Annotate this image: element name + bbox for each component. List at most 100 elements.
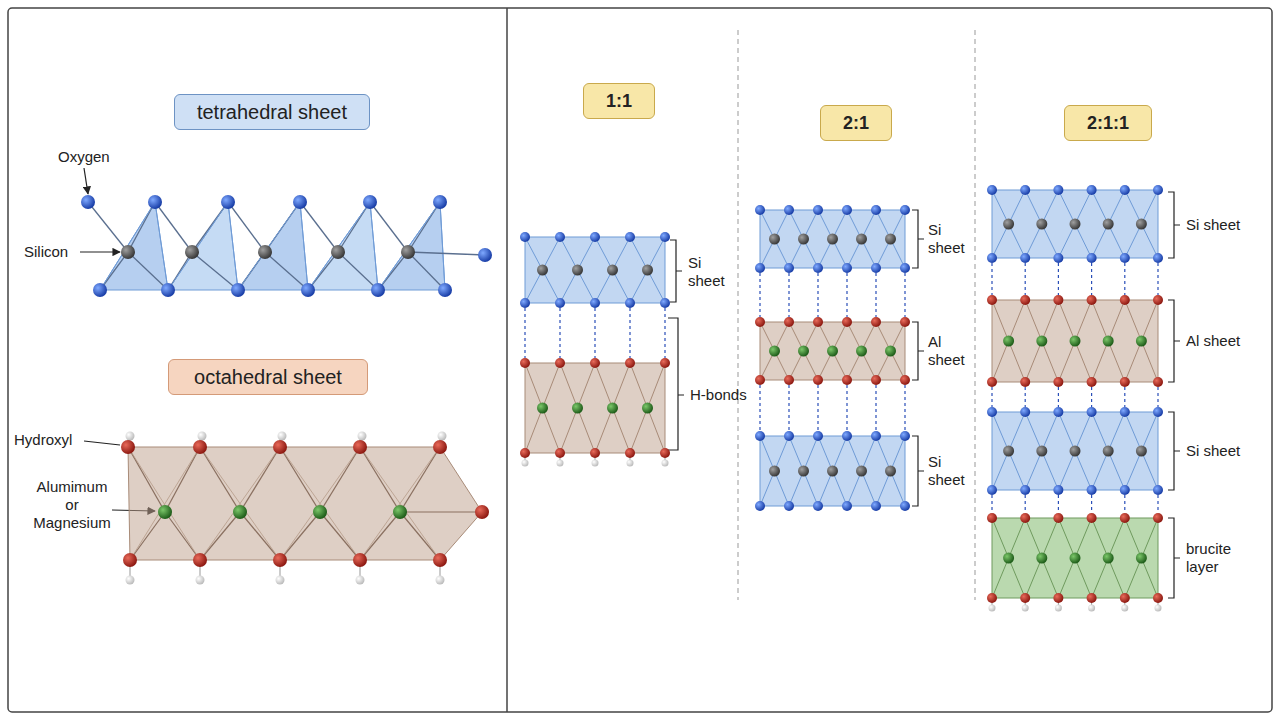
oxygen-atom xyxy=(660,298,670,308)
hydrogen-atom xyxy=(126,432,135,441)
leader-line xyxy=(84,441,120,445)
bond-line xyxy=(280,512,320,560)
bond-line xyxy=(847,210,876,268)
hydroxyl-atom xyxy=(987,593,997,603)
silicon-atom xyxy=(1036,446,1047,457)
oxygen-atom xyxy=(784,431,794,441)
silicon-atom xyxy=(572,265,583,276)
bond-line xyxy=(238,202,300,290)
hydroxyl-atom xyxy=(273,553,287,567)
oxygen-atom xyxy=(293,195,307,209)
bond-line xyxy=(1125,300,1158,382)
silicon-atom xyxy=(1103,219,1114,230)
hydrogen-atom xyxy=(662,460,669,467)
octahedral-band xyxy=(992,300,1158,382)
hydroxyl-atom xyxy=(1153,377,1163,387)
hydrogen-bond xyxy=(1091,495,1092,513)
hydrogen-atom xyxy=(196,576,205,585)
octahedral-band xyxy=(760,322,905,380)
bond-line xyxy=(760,322,789,380)
cation-atom xyxy=(885,346,896,357)
bond-line xyxy=(560,363,595,453)
silicon-atom xyxy=(1070,446,1081,457)
bond-line xyxy=(560,237,595,303)
bond-line xyxy=(789,322,818,380)
bond-line xyxy=(1025,412,1058,490)
bond-line xyxy=(992,518,1025,598)
bond-line xyxy=(560,237,595,303)
hydrogen-bond xyxy=(788,385,789,431)
bond-line xyxy=(525,363,560,453)
silicon-atom xyxy=(258,245,272,259)
hydrogen-bond xyxy=(788,273,789,317)
bond-line xyxy=(992,412,1025,490)
oxygen-atom xyxy=(842,205,852,215)
hydrogen-bond xyxy=(875,385,876,431)
bond-line xyxy=(320,447,360,512)
silicon-atom xyxy=(1003,219,1014,230)
bond-line xyxy=(300,202,308,290)
box-text: 1:1 xyxy=(606,91,632,112)
bond-line xyxy=(1025,300,1058,382)
hydrogen-atom xyxy=(126,576,135,585)
octahedral-band xyxy=(128,447,482,560)
bracket xyxy=(668,318,684,450)
octahedral-band xyxy=(525,363,665,453)
hydroxyl-atom xyxy=(900,317,910,327)
hydrogen-bond xyxy=(1091,263,1092,295)
hydroxyl-atom xyxy=(755,375,765,385)
hydroxyl-atom xyxy=(1053,593,1063,603)
bond-line xyxy=(200,447,280,560)
bond-line xyxy=(360,512,400,560)
oxygen-atom xyxy=(1087,485,1097,495)
oxygen-atom xyxy=(1053,253,1063,263)
ratio-box: 2:1 xyxy=(820,105,892,141)
cation-atom xyxy=(1036,336,1047,347)
bond-line xyxy=(847,436,876,506)
tetrahedron xyxy=(378,202,445,290)
hydroxyl-atom xyxy=(590,448,600,458)
oxygen-atom xyxy=(813,205,823,215)
bond-line xyxy=(155,202,168,290)
cation-atom xyxy=(856,346,867,357)
hydrogen-bond xyxy=(991,263,992,295)
oxygen-atom xyxy=(900,205,910,215)
oxygen-atom xyxy=(900,431,910,441)
cation-atom xyxy=(313,505,327,519)
hydrogen-bond xyxy=(846,385,847,431)
oxygen-atom xyxy=(871,263,881,273)
bond-line xyxy=(876,436,905,506)
hydroxyl-atom xyxy=(842,375,852,385)
bond-line xyxy=(1092,300,1125,382)
oxygen-atom xyxy=(555,298,565,308)
silicon-atom xyxy=(856,234,867,245)
bond-line xyxy=(240,447,280,512)
cation-atom xyxy=(1036,553,1047,564)
bond-line xyxy=(370,202,378,290)
hydroxyl-atom xyxy=(813,317,823,327)
oxygen-atom xyxy=(1053,407,1063,417)
oxygen-atom xyxy=(93,283,107,297)
oxygen-atom xyxy=(1087,253,1097,263)
sheet-label: H-bonds xyxy=(690,386,760,404)
hydrogen-atom xyxy=(276,576,285,585)
bond-line xyxy=(1025,190,1058,258)
hydroxyl-atom xyxy=(555,358,565,368)
bond-line xyxy=(165,512,200,560)
bond-line xyxy=(320,512,360,560)
oxygen-atom xyxy=(590,232,600,242)
hydrogen-bond xyxy=(1124,387,1125,407)
hydroxyl-atom xyxy=(1020,593,1030,603)
oxygen-atom xyxy=(371,283,385,297)
bond-line xyxy=(1125,412,1158,490)
cation-atom xyxy=(1136,553,1147,564)
oxygen-atom xyxy=(555,232,565,242)
hydroxyl-atom xyxy=(987,513,997,523)
bond-line xyxy=(1058,518,1091,598)
oxygen-atom xyxy=(842,431,852,441)
hydrogen-bond xyxy=(991,495,992,513)
bond-line xyxy=(595,363,630,453)
oxygen-atom xyxy=(148,195,162,209)
bond-line xyxy=(1058,518,1091,598)
bond-line xyxy=(760,322,789,380)
